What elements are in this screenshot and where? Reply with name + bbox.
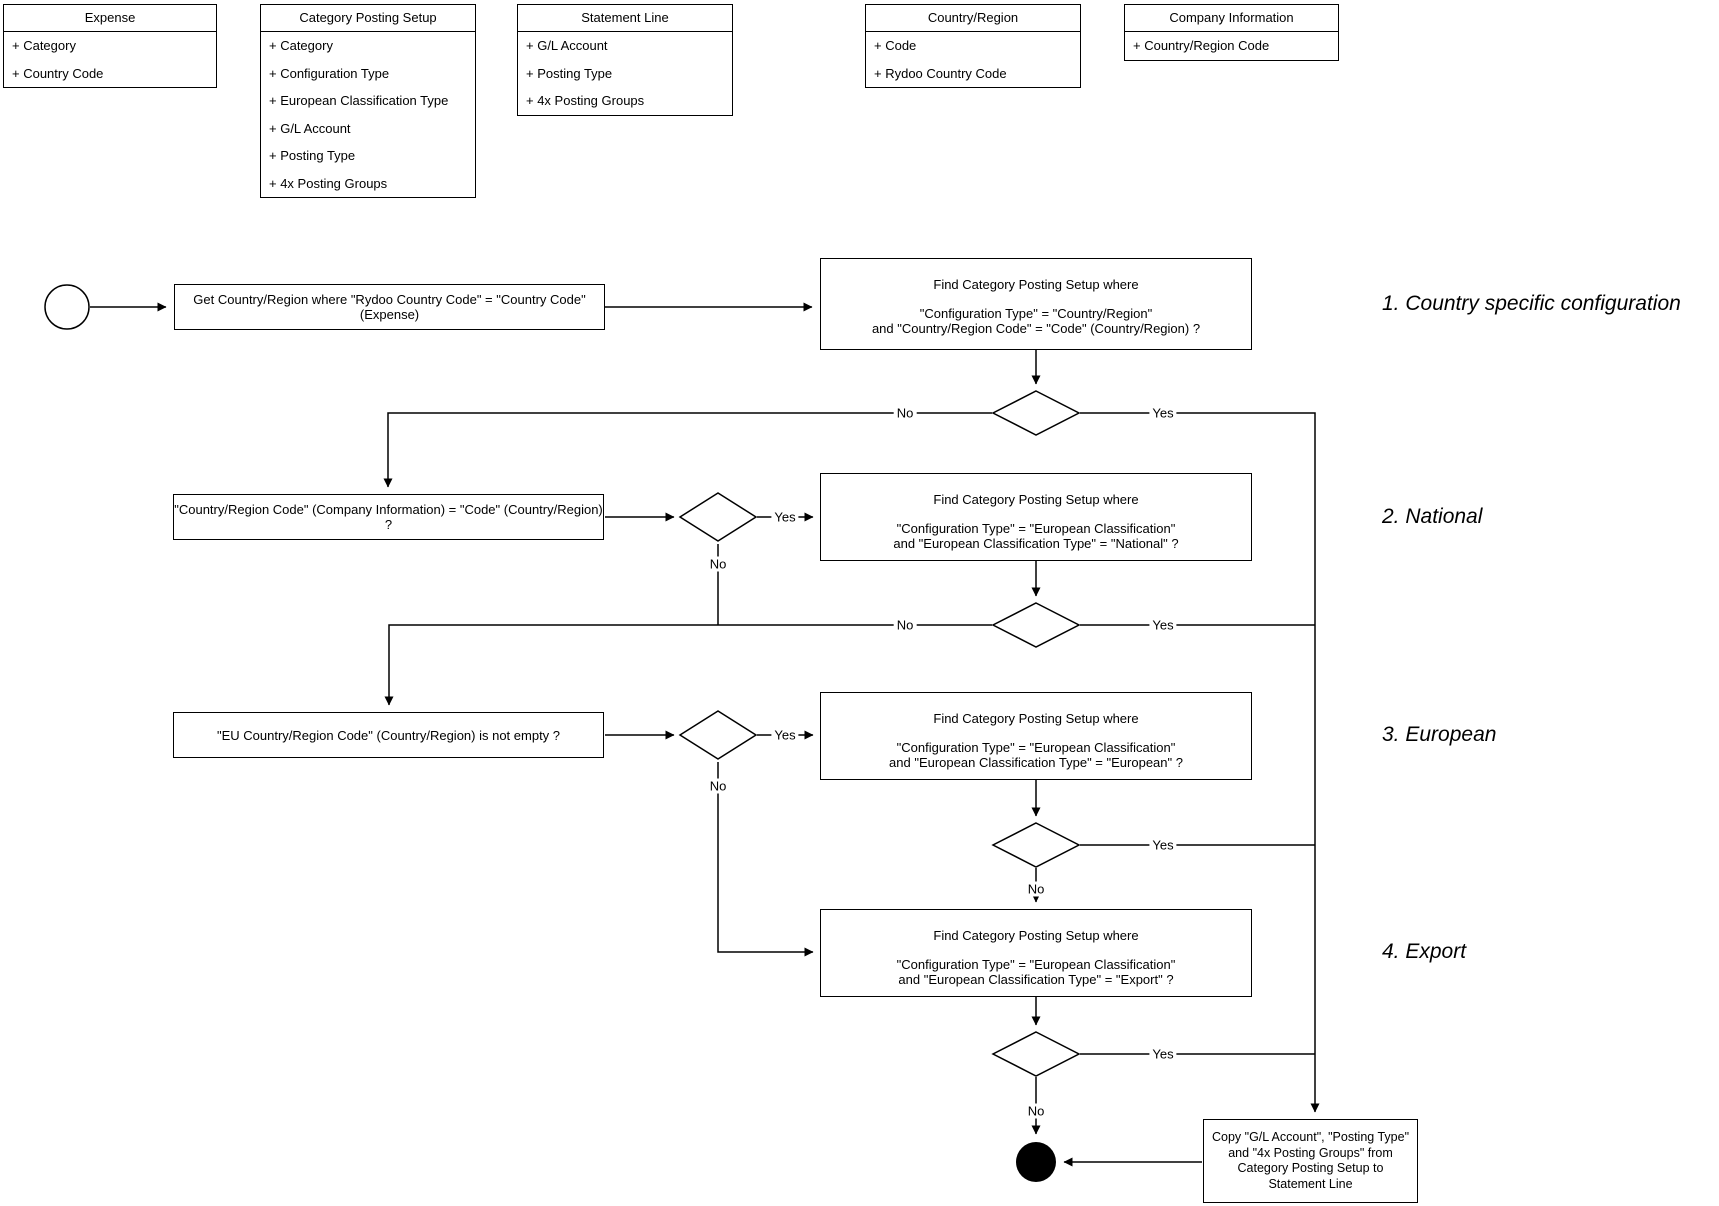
- entity-field: + 4x Posting Groups: [526, 93, 645, 108]
- find-condition: "Configuration Type" = "European Classif…: [896, 521, 1176, 536]
- process-text-line: and "4x Posting Groups" from: [1228, 1145, 1393, 1160]
- branch-label-yes-4: Yes: [1149, 1046, 1177, 1062]
- condition-text-line: "Country/Region Code" (Company Informati…: [174, 502, 603, 517]
- entity-field: + Category: [269, 38, 333, 53]
- entity-field: + Category: [12, 38, 76, 53]
- branch-label-no-eu-check: No: [706, 778, 730, 794]
- entity-title: Category Posting Setup: [261, 5, 475, 32]
- connector-eucheck-no-to-find-export: [717, 762, 814, 957]
- find-condition: and "European Classification Type" = "Ex…: [898, 972, 1174, 987]
- entity-field: + Country Code: [12, 65, 104, 81]
- entity-field: + Rydoo Country Code: [874, 65, 1007, 81]
- find-condition: and "European Classification Type" = "Eu…: [889, 755, 1183, 770]
- entity-box-expense: Expense + Category + Country Code: [3, 4, 217, 88]
- decision-country-config-found: [991, 390, 1081, 436]
- entity-field: + G/L Account: [269, 120, 351, 136]
- process-text-line: Category Posting Setup to: [1237, 1161, 1384, 1175]
- entity-field: + European Classification Type: [269, 93, 449, 108]
- connector-decision1-no: [383, 412, 992, 488]
- find-title: Find Category Posting Setup where: [933, 928, 1139, 943]
- process-find-national: Find Category Posting Setup where "Confi…: [820, 473, 1252, 561]
- entity-field: + 4x Posting Groups: [269, 175, 388, 191]
- entity-field: + Configuration Type: [269, 65, 390, 81]
- condition-eu-country-code-check: "EU Country/Region Code" (Country/Region…: [173, 712, 604, 758]
- find-condition: "Configuration Type" = "European Classif…: [896, 740, 1176, 755]
- find-title: Find Category Posting Setup where: [933, 492, 1139, 507]
- branch-label-no-2: No: [893, 617, 917, 633]
- find-title: Find Category Posting Setup where: [933, 711, 1139, 726]
- start-node: [44, 284, 90, 330]
- process-text-line: Statement Line: [1268, 1176, 1353, 1191]
- section-label-export: 4. Export: [1382, 940, 1467, 963]
- branch-label-yes-eu-check: Yes: [771, 727, 799, 743]
- decision-company-code-match: [678, 492, 758, 542]
- decision-national-found: [991, 602, 1081, 648]
- entity-box-country-region: Country/Region + Code + Rydoo Country Co…: [865, 4, 1081, 88]
- branch-label-yes-company-check: Yes: [771, 509, 799, 525]
- process-find-country-config: Find Category Posting Setup where "Confi…: [820, 258, 1252, 350]
- branch-label-no-1: No: [893, 405, 917, 421]
- entity-title: Expense: [4, 5, 216, 32]
- condition-company-info-check: "Country/Region Code" (Company Informati…: [173, 494, 604, 540]
- decision-export-found: [991, 1031, 1081, 1077]
- process-find-european: Find Category Posting Setup where "Confi…: [820, 692, 1252, 780]
- process-get-country-region: Get Country/Region where "Rydoo Country …: [174, 284, 605, 330]
- connector-decision2-no: [384, 624, 992, 706]
- entity-title: Country/Region: [866, 5, 1080, 32]
- end-node: [1016, 1142, 1056, 1182]
- entity-field: + Posting Type: [269, 148, 356, 163]
- find-title: Find Category Posting Setup where: [933, 277, 1139, 292]
- branch-label-yes-2: Yes: [1149, 617, 1177, 633]
- process-text-line: Get Country/Region where "Rydoo Country …: [193, 292, 586, 307]
- entity-title: Company Information: [1125, 5, 1338, 32]
- find-condition: and "Country/Region Code" = "Code" (Coun…: [871, 321, 1201, 336]
- branch-label-no-4: No: [1024, 1103, 1048, 1119]
- entity-box-statement-line: Statement Line + G/L Account + Posting T…: [517, 4, 733, 116]
- condition-text-line: ?: [384, 517, 393, 532]
- condition-text-line: "EU Country/Region Code" (Country/Region…: [216, 727, 561, 743]
- section-label-european: 3. European: [1382, 723, 1497, 746]
- branch-label-no-3: No: [1024, 881, 1048, 897]
- find-condition: "Configuration Type" = "European Classif…: [896, 957, 1176, 972]
- find-condition: and "European Classification Type" = "Na…: [893, 536, 1179, 551]
- entity-box-company-information: Company Information + Country/Region Cod…: [1124, 4, 1339, 61]
- entity-title: Statement Line: [518, 5, 732, 32]
- entity-field: + G/L Account: [526, 38, 608, 53]
- decision-european-found: [991, 822, 1081, 868]
- decision-eu-code-not-empty: [678, 710, 758, 760]
- entity-box-category-posting-setup: Category Posting Setup + Category + Conf…: [260, 4, 476, 198]
- entity-field: + Country/Region Code: [1133, 38, 1270, 53]
- section-label-country-specific: 1. Country specific configuration: [1382, 292, 1681, 315]
- find-condition: "Configuration Type" = "Country/Region": [919, 306, 1153, 321]
- process-copy-to-statement-line: Copy "G/L Account", "Posting Type" and "…: [1203, 1119, 1418, 1203]
- branch-label-no-company-check: No: [706, 556, 730, 572]
- branch-label-yes-3: Yes: [1149, 837, 1177, 853]
- process-text-line: (Expense): [359, 307, 420, 322]
- section-label-national: 2. National: [1382, 505, 1483, 528]
- entity-field: + Posting Type: [526, 65, 613, 81]
- process-text-line: Copy "G/L Account", "Posting Type": [1211, 1130, 1410, 1144]
- entity-field: + Code: [874, 38, 917, 53]
- process-find-export: Find Category Posting Setup where "Confi…: [820, 909, 1252, 997]
- branch-label-yes-1: Yes: [1149, 405, 1177, 421]
